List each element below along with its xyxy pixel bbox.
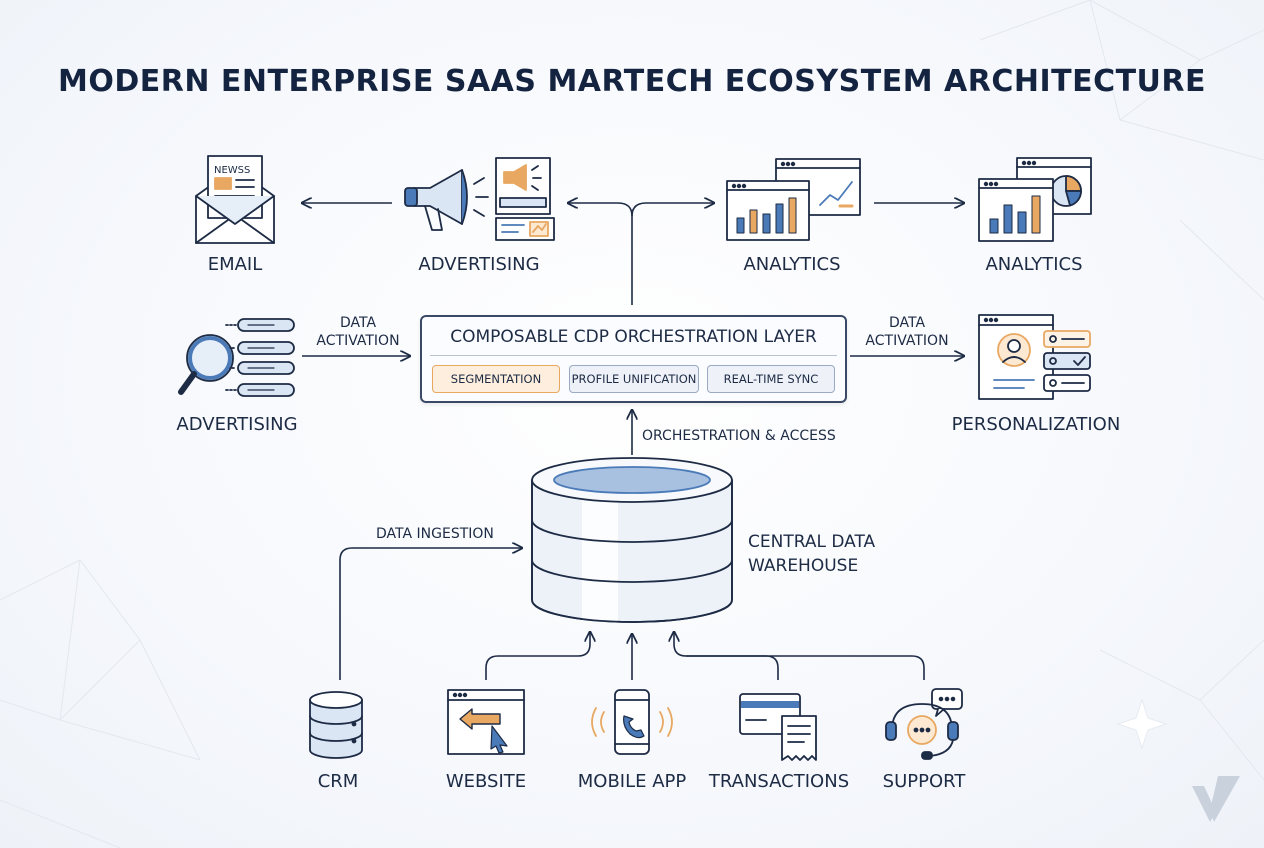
warehouse-label-line1: CENTRAL DATA xyxy=(748,532,876,552)
website-label: WEBSITE xyxy=(445,771,527,792)
newsletter-icon-text: NEWSS xyxy=(214,165,250,176)
analytics-dashboard-icon xyxy=(726,158,861,241)
crm-database-icon xyxy=(309,691,363,759)
analytics-pie-dashboard-icon xyxy=(978,157,1092,242)
email-label: EMAIL xyxy=(207,254,263,275)
mobile-app-label: MOBILE APP xyxy=(577,771,687,792)
brand-logo xyxy=(1192,776,1240,822)
arrow-support-to-warehouse xyxy=(686,655,925,680)
megaphone-icon xyxy=(404,169,489,231)
orchestration-access-label: ORCHESTRATION & ACCESS xyxy=(642,428,836,444)
website-browser-icon xyxy=(447,689,525,755)
personalization-profile-icon xyxy=(978,314,1091,400)
transactions-label: TRANSACTIONS xyxy=(708,771,850,792)
data-warehouse-cylinder-icon xyxy=(531,457,733,623)
arrow-crm-ingestion xyxy=(339,548,522,680)
data-activation-left-label: DATA ACTIVATION xyxy=(315,314,401,350)
data-activation-right-line2: ACTIVATION xyxy=(865,333,949,349)
advertising-mid-label: ADVERTISING xyxy=(176,414,298,435)
personalization-label: PERSONALIZATION xyxy=(951,414,1121,435)
search-targeting-icon xyxy=(178,318,295,397)
data-activation-left-line2: ACTIVATION xyxy=(316,333,400,349)
support-headset-icon xyxy=(885,688,963,760)
data-activation-left-line1: DATA xyxy=(339,315,377,331)
mobile-phone-icon xyxy=(591,689,673,755)
segmentation-chip: SEGMENTATION xyxy=(432,365,560,393)
real-time-sync-chip: REAL-TIME SYNC xyxy=(707,365,835,393)
analytics-label-2: ANALYTICS xyxy=(985,254,1083,275)
advertising-top-label: ADVERTISING xyxy=(418,254,540,275)
ad-cards-icon xyxy=(495,157,555,241)
warehouse-label-line2: WAREHOUSE xyxy=(748,556,859,576)
credit-card-receipt-icon xyxy=(739,693,817,761)
analytics-label-1: ANALYTICS xyxy=(743,254,841,275)
profile-unification-chip: PROFILE UNIFICATION xyxy=(569,365,699,393)
cdp-title: COMPOSABLE CDP ORCHESTRATION LAYER xyxy=(450,327,817,347)
central-data-warehouse-label: CENTRAL DATA WAREHOUSE xyxy=(748,530,875,578)
crm-label: CRM xyxy=(317,771,359,792)
data-activation-right-line1: DATA xyxy=(888,315,926,331)
page-title: MODERN ENTERPRISE SAAS MARTECH ECOSYSTEM… xyxy=(58,64,1206,99)
newsletter-envelope-icon xyxy=(195,155,275,244)
data-activation-right-label: DATA ACTIVATION xyxy=(862,314,952,350)
arrow-website-to-warehouse xyxy=(485,632,590,680)
cdp-divider xyxy=(430,355,837,356)
support-label: SUPPORT xyxy=(882,771,966,792)
branch-to-analytics xyxy=(631,203,714,217)
cdp-orchestration-layer: COMPOSABLE CDP ORCHESTRATION LAYER SEGME… xyxy=(420,315,847,403)
data-ingestion-label: DATA INGESTION xyxy=(376,526,494,542)
